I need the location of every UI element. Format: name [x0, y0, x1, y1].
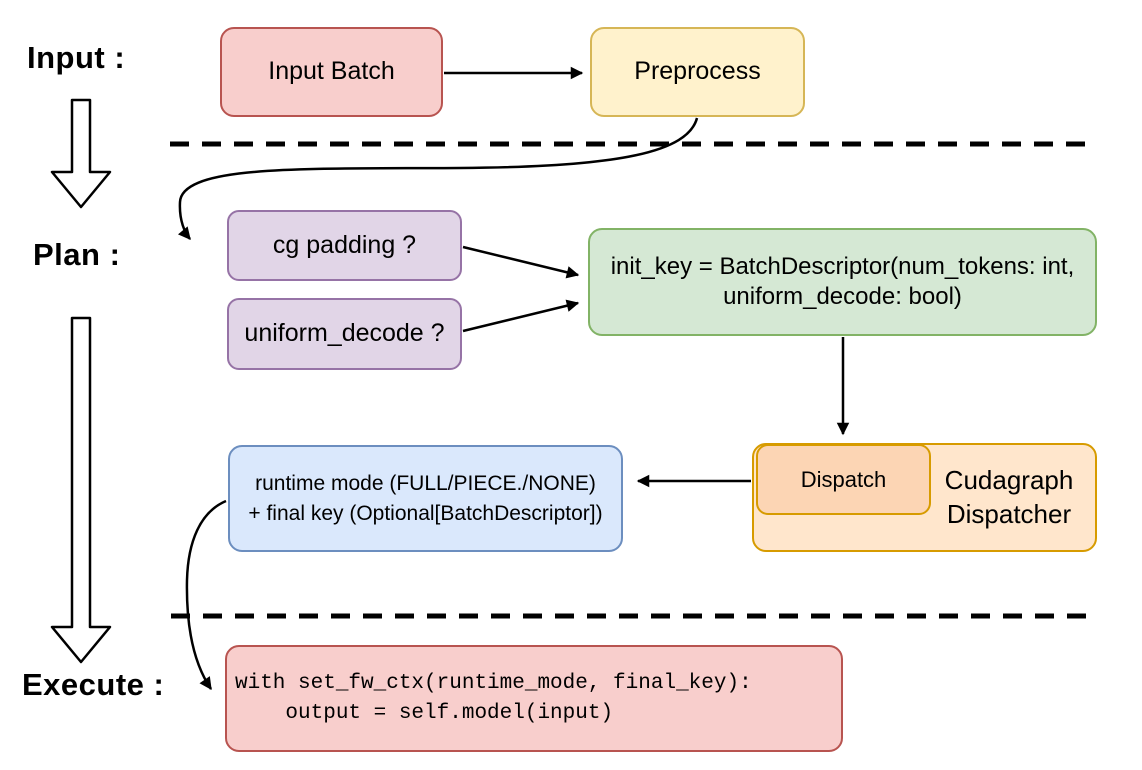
node-init-key-line2: uniform_decode: bool): [723, 283, 962, 310]
node-uniform-decode-label: uniform_decode ?: [244, 319, 445, 348]
connector-runtimemode-to-executecode: [185, 499, 227, 691]
node-runtime-mode-line2: + final key (Optional[BatchDescriptor]): [248, 501, 603, 525]
stage-arrow-input-to-plan-icon: [50, 98, 112, 209]
node-runtime-mode-line1: runtime mode (FULL/PIECE./NONE): [255, 472, 596, 496]
node-preprocess-label: Preprocess: [634, 57, 761, 86]
node-dispatch-label: Dispatch: [800, 466, 887, 492]
connector-preprocess-to-cgpadding: [177, 117, 699, 240]
node-cudagraph-dispatcher-label: Cudagraph Dispatcher: [923, 464, 1095, 532]
node-input-batch: Input Batch: [220, 27, 443, 117]
node-cudagraph-line2: Dispatcher: [946, 498, 1072, 529]
stage-arrow-plan-to-execute-icon: [50, 316, 112, 664]
node-cg-padding: cg padding ?: [227, 210, 462, 281]
connector-cgpadding-to-initkey: [462, 245, 580, 279]
stage-label-input: Input :: [27, 40, 126, 75]
node-dispatch: Dispatch: [756, 444, 931, 515]
node-init-key-line1: init_key = BatchDescriptor(num_tokens: i…: [610, 253, 1075, 280]
node-uniform-decode: uniform_decode ?: [227, 298, 462, 370]
node-execute-code: with set_fw_ctx(runtime_mode, final_key)…: [225, 645, 843, 752]
stage-label-execute: Execute :: [22, 667, 165, 702]
node-execute-code-line1: with set_fw_ctx(runtime_mode, final_key)…: [235, 672, 752, 696]
node-cudagraph-line1: Cudagraph: [944, 464, 1074, 495]
node-cg-padding-label: cg padding ?: [272, 230, 417, 259]
node-preprocess: Preprocess: [590, 27, 805, 117]
stage-label-plan: Plan :: [33, 237, 121, 272]
node-execute-code-line2: output = self.model(input): [235, 701, 614, 725]
node-init-key: init_key = BatchDescriptor(num_tokens: i…: [588, 228, 1097, 336]
node-input-batch-label: Input Batch: [268, 57, 395, 86]
node-runtime-mode: runtime mode (FULL/PIECE./NONE) + final …: [228, 445, 623, 552]
connector-uniformdecode-to-initkey: [462, 299, 580, 333]
